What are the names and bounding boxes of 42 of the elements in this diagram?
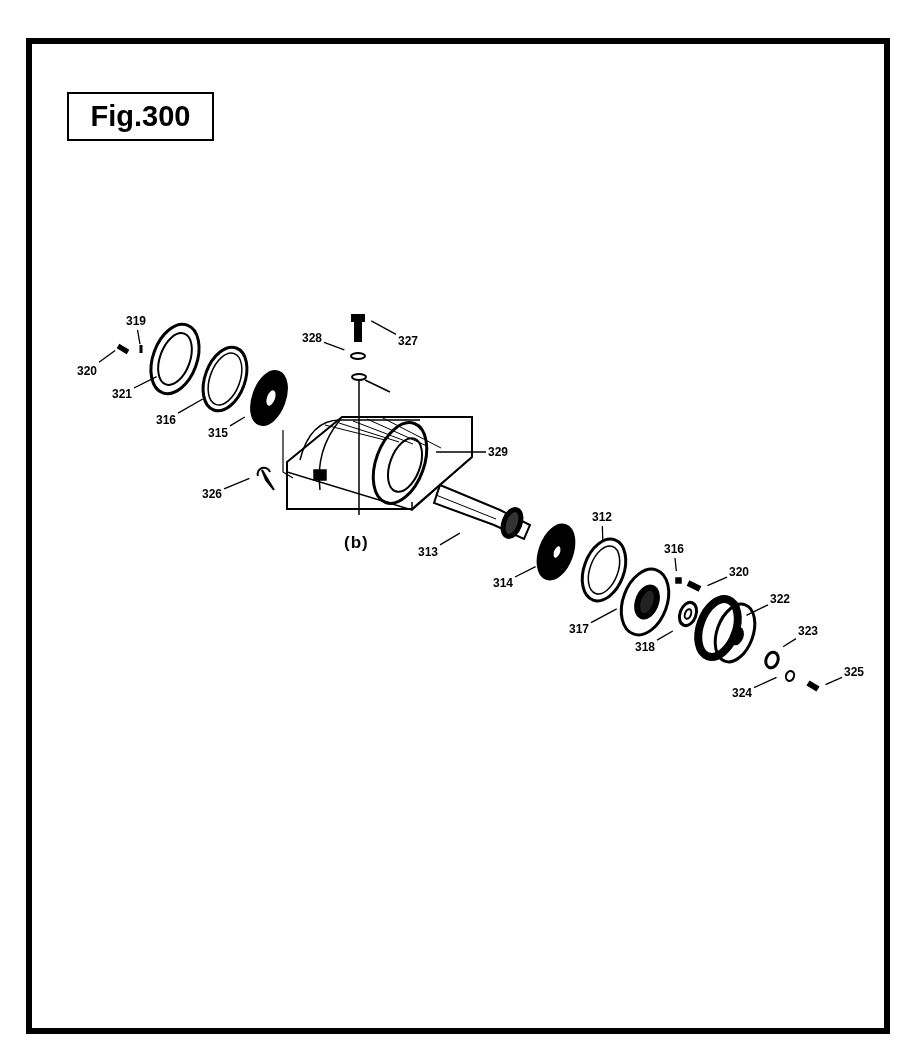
leader-line <box>177 398 204 414</box>
leader-line <box>706 576 728 587</box>
callout-number: 318 <box>635 640 656 654</box>
leader-line <box>223 477 251 490</box>
leader-line <box>824 676 843 686</box>
leader-line <box>439 532 461 546</box>
callout-number: 321 <box>112 387 133 401</box>
leader-line <box>590 608 618 624</box>
callout-number: 314 <box>493 576 514 590</box>
callout-number: 323 <box>798 624 819 638</box>
callout-number: 319 <box>126 314 147 328</box>
callout-number: 316 <box>156 413 177 427</box>
callout-number: 324 <box>732 686 753 700</box>
leader-line <box>229 416 246 427</box>
leader-line <box>656 630 674 641</box>
leader-line <box>136 329 141 345</box>
callout-number: 312 <box>592 510 613 524</box>
callout-number: 327 <box>398 334 419 348</box>
callout-number: 317 <box>569 622 590 636</box>
leader-line <box>514 566 537 578</box>
leader-line <box>745 604 769 616</box>
leader-line <box>98 349 116 363</box>
figure-title: Fig.300 <box>67 92 214 141</box>
leader-line <box>782 637 797 648</box>
leader-line <box>435 451 487 453</box>
leader-line <box>323 341 345 351</box>
callout-number: 320 <box>729 565 750 579</box>
callout-number: 320 <box>77 364 98 378</box>
callout-number: 329 <box>488 445 509 459</box>
leader-line <box>370 320 397 336</box>
callout-number: 316 <box>664 542 685 556</box>
callout-number: 313 <box>418 545 439 559</box>
view-label: (b) <box>344 533 369 553</box>
leader-line <box>601 525 604 541</box>
callout-number: 328 <box>302 331 323 345</box>
callout-number: 325 <box>844 665 865 679</box>
leader-line <box>133 376 158 389</box>
callout-number: 315 <box>208 426 229 440</box>
callout-number: 322 <box>770 592 791 606</box>
callout-number: 326 <box>202 487 223 501</box>
leader-line <box>753 676 778 689</box>
leader-line <box>674 557 677 572</box>
